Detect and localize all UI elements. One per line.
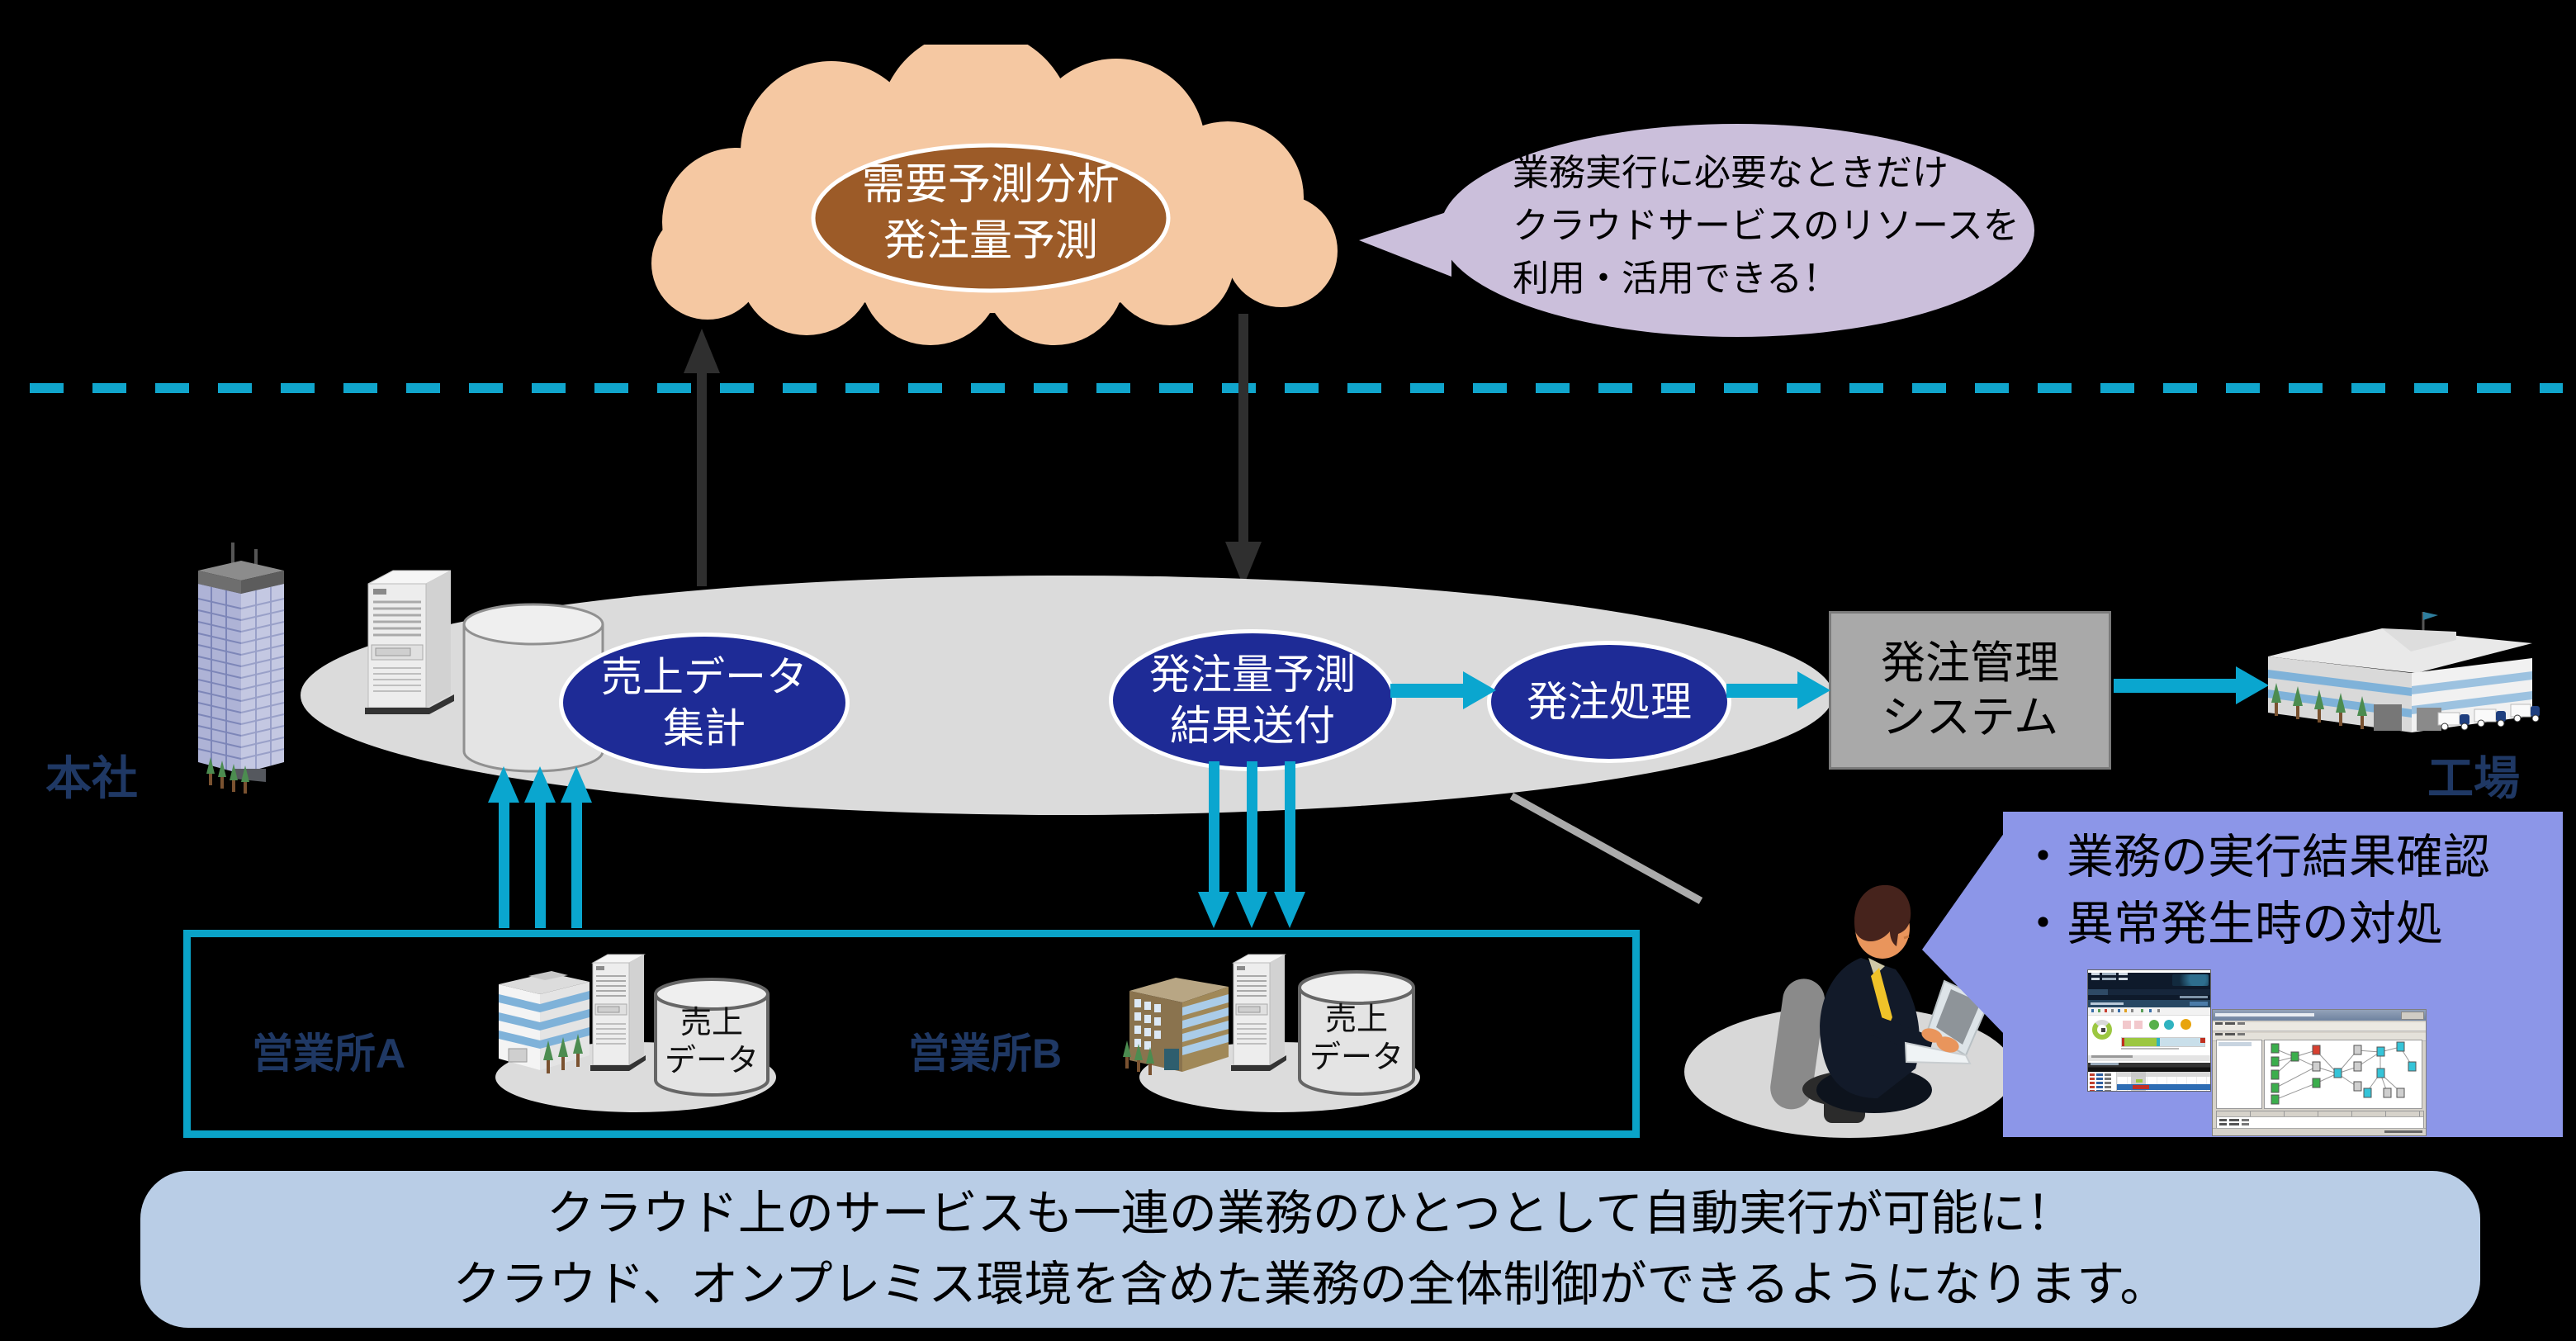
step-sales-data-aggregation: 売上データ 集計 [559, 633, 850, 773]
upload-a-arrow1 [499, 801, 509, 928]
summary-banner-line2: クラウド、オンプレミス環境を含めた業務の全体制御ができるようになります。 [452, 1258, 2168, 1311]
branch-a-database-icon [652, 976, 771, 1102]
step-sales-line1: 売上データ [601, 654, 807, 700]
upload-a-arrow2-head [524, 766, 556, 803]
send-b-arrow3-head [1274, 892, 1305, 928]
cloud-service-label-line1: 需要予測分析 [861, 161, 1120, 209]
send-b-arrow3 [1285, 761, 1295, 892]
jobflow-screenshot [2212, 1009, 2427, 1136]
branch-b-db-line1: 売上 [1324, 1002, 1388, 1037]
upload-a-arrow3 [571, 801, 582, 928]
branch-b-database-icon [1296, 968, 1417, 1102]
cloud-note-text: 業務実行に必要なときだけ クラウドサービスのリソースを 利用・活用できる！ [1513, 147, 2020, 306]
trees-icon [1123, 1040, 1154, 1075]
summary-banner-line1: クラウド上のサービスも一連の業務のひとつとして自動実行が可能に！ [546, 1187, 2075, 1240]
cloud-note-line1: 業務実行に必要なときだけ [1513, 153, 1949, 193]
trees-icon [543, 1034, 583, 1073]
upload-arrow-head [684, 329, 720, 373]
step-forecast-result-delivery: 発注量予測 結果送付 [1109, 629, 1396, 771]
upload-arrow [697, 372, 707, 586]
step-sales-line2: 集計 [663, 705, 746, 751]
dashboard-screenshot [2087, 969, 2211, 1092]
send-b-arrow1-head [1198, 892, 1229, 928]
branch-b-server-icon [1227, 951, 1295, 1081]
upload-a-arrow1-head [488, 766, 519, 803]
download-arrow [1238, 314, 1248, 543]
cloud-note-line2: クラウドサービスのリソースを [1513, 206, 2020, 246]
order-management-system-box: 発注管理 システム [1829, 611, 2111, 770]
arrow-order-to-system-head [1797, 671, 1830, 709]
headquarters-building-icon [183, 541, 299, 803]
site-label-headquarters: 本社 [45, 752, 138, 804]
send-b-arrow1 [1209, 761, 1219, 892]
cloud-onprem-boundary-line [30, 383, 2563, 393]
branch-a-building-icon [490, 968, 596, 1081]
send-b-arrow2 [1247, 761, 1257, 892]
arrow-forecast-to-order-head [1463, 671, 1496, 709]
headquarters-server-icon [357, 566, 471, 725]
cloud-shape [621, 30, 1368, 346]
site-label-branch-b: 営業所B [908, 1031, 1063, 1077]
branch-a-db-line1: 売上 [680, 1006, 743, 1040]
callout-leader-line [1509, 793, 1703, 904]
trucks-icon [2437, 704, 2540, 731]
send-b-arrow2-head [1236, 892, 1267, 928]
order-system-line1: 発注管理 [1881, 638, 2059, 688]
operator-note-text: ・業務の実行結果確認 ・異常発生時の対処 [2020, 824, 2556, 958]
factory-building-icon [2258, 607, 2543, 764]
branch-b-database-label: 売上 データ [1296, 1001, 1417, 1077]
upload-a-arrow2 [535, 801, 546, 928]
branch-offices-box [183, 930, 1640, 1138]
cloud-service-label-line2: 発注量予測 [883, 217, 1098, 265]
trees-icon [2271, 683, 2367, 729]
branch-a-server-icon [586, 951, 652, 1081]
step-order-processing: 発注処理 [1487, 641, 1731, 763]
branch-b-db-line2: データ [1309, 1040, 1404, 1075]
cloud-note-line3: 利用・活用できる！ [1513, 258, 1840, 299]
branch-b-building-icon [1123, 971, 1234, 1081]
arrow-order-to-system [1726, 684, 1797, 698]
step-forecast-line1: 発注量予測 [1149, 652, 1356, 698]
branch-a-db-line2: データ [664, 1044, 759, 1078]
trees-icon [206, 757, 249, 794]
site-label-branch-a: 営業所A [252, 1031, 406, 1077]
summary-banner: クラウド上のサービスも一連の業務のひとつとして自動実行が可能に！ クラウド、オン… [140, 1171, 2480, 1328]
order-system-line2: システム [1881, 693, 2059, 742]
branch-a-database-label: 売上 データ [652, 1004, 771, 1080]
arrow-system-to-factory [2114, 679, 2236, 693]
headquarters-database-icon [461, 603, 606, 779]
cloud-icon [651, 30, 1338, 345]
cloud-note-bubble-tail [1359, 211, 1451, 277]
upload-a-arrow3-head [561, 766, 592, 803]
arrow-forecast-to-order [1390, 684, 1463, 698]
operator-note-line2: ・異常発生時の対処 [2020, 898, 2443, 950]
site-label-factory: 工場 [2427, 752, 2520, 804]
step-order-label: 発注処理 [1527, 679, 1692, 725]
cloud-note-bubble [1440, 124, 2034, 337]
operator-note-line1: ・業務の実行結果確認 [2020, 831, 2490, 884]
cloud-service-label: 需要予測分析 発注量予測 [813, 157, 1168, 269]
step-forecast-line2: 結果送付 [1170, 703, 1335, 749]
cloud-service-oval [811, 143, 1171, 293]
arrow-system-to-factory-head [2236, 666, 2269, 704]
